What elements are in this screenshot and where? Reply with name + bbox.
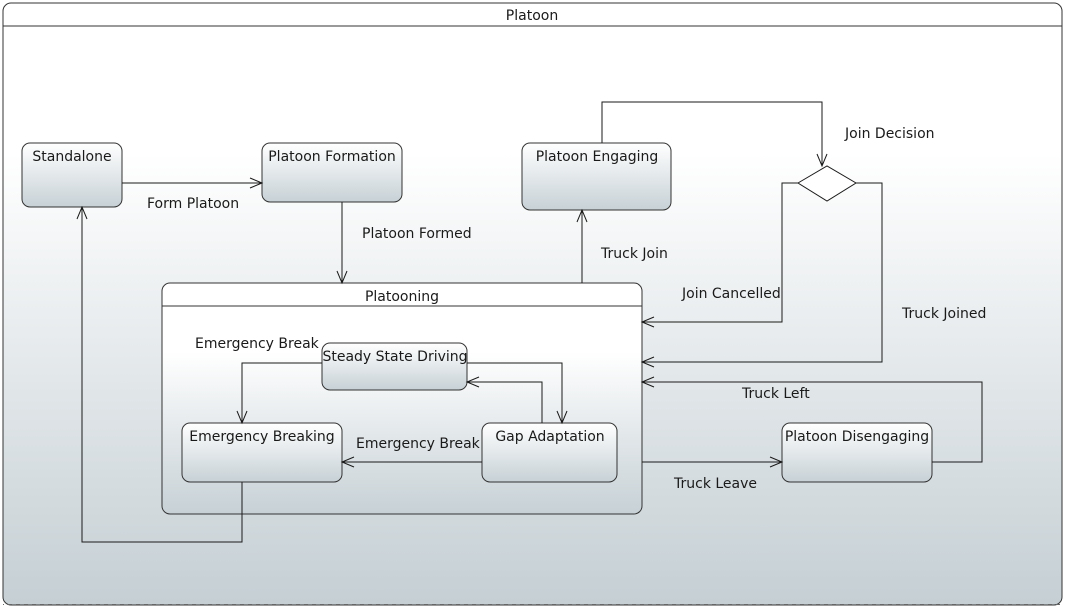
state-gap-adaptation-label: Gap Adaptation — [495, 429, 604, 445]
label-platoon-formed: Platoon Formed — [362, 226, 472, 242]
label-truck-joined: Truck Joined — [901, 306, 986, 322]
transition-truck-leave[interactable] — [642, 456, 784, 468]
label-join-cancelled: Join Cancelled — [681, 286, 781, 302]
transition-emergency-break-2[interactable] — [340, 456, 482, 468]
state-platoon-engaging-label: Platoon Engaging — [536, 149, 659, 165]
state-platoon-disengaging-label: Platoon Disengaging — [785, 429, 929, 445]
transition-join-cancelled[interactable] — [640, 182, 798, 328]
state-platoon-formation-label: Platoon Formation — [268, 149, 396, 165]
label-form-platoon: Form Platoon — [147, 196, 239, 212]
label-join-decision: Join Decision — [844, 126, 935, 142]
state-platoon-formation[interactable]: Platoon Formation — [261, 142, 403, 203]
transition-gap-to-steady[interactable] — [465, 376, 543, 423]
state-emergency-breaking-label: Emergency Breaking — [189, 429, 334, 445]
transition-form-platoon[interactable] — [122, 177, 264, 189]
transition-truck-join[interactable] — [576, 208, 588, 283]
platoon-title: Platoon — [506, 8, 558, 24]
label-truck-leave: Truck Leave — [673, 476, 757, 492]
state-platooning-label: Platooning — [365, 289, 439, 305]
transition-steady-to-gap[interactable] — [467, 362, 568, 425]
state-gap-adaptation[interactable]: Gap Adaptation — [481, 422, 618, 483]
transition-truck-left[interactable] — [640, 376, 983, 463]
state-standalone[interactable]: Standalone — [21, 142, 123, 208]
label-emergency-break-1: Emergency Break — [195, 336, 320, 352]
transition-join-decision[interactable] — [601, 101, 828, 168]
state-platoon-disengaging[interactable]: Platoon Disengaging — [781, 422, 933, 483]
state-steady-state-driving-label: Steady State Driving — [322, 349, 467, 365]
transition-truck-joined[interactable] — [640, 182, 883, 368]
state-steady-state-driving[interactable]: Steady State Driving — [321, 342, 468, 391]
transition-breaking-to-standalone[interactable] — [76, 205, 243, 543]
label-emergency-break-2: Emergency Break — [356, 436, 481, 452]
transition-emergency-break-1[interactable] — [236, 362, 322, 425]
state-emergency-breaking[interactable]: Emergency Breaking — [181, 422, 343, 483]
state-standalone-label: Standalone — [32, 149, 111, 165]
state-platoon-engaging[interactable]: Platoon Engaging — [521, 142, 672, 211]
transition-platoon-formed[interactable] — [336, 202, 348, 285]
label-truck-left: Truck Left — [741, 386, 810, 402]
label-truck-join: Truck Join — [600, 246, 668, 262]
